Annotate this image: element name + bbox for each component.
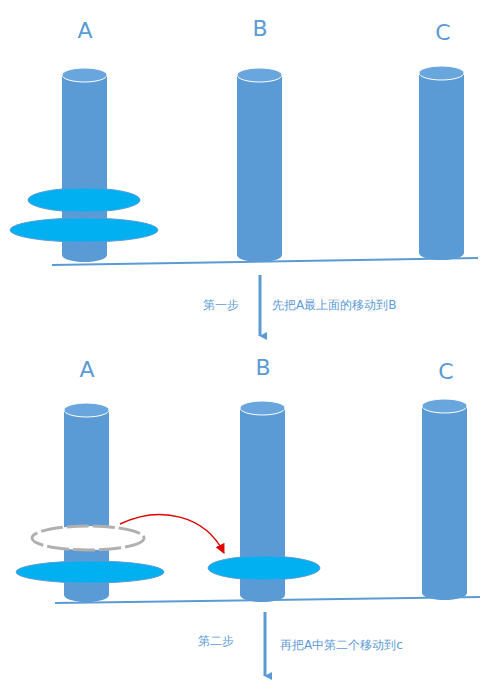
disk <box>10 218 158 242</box>
disk <box>208 556 320 580</box>
disk <box>28 188 140 212</box>
step-label: 第一步 <box>203 298 239 312</box>
ground-line <box>55 597 480 603</box>
pillar-letter: B <box>252 16 267 42</box>
pillar-letter: B <box>255 355 270 381</box>
pillar-letter: C <box>435 20 450 46</box>
step-label: 第二步 <box>198 634 234 648</box>
step-note: 先把A最上面的移动到B <box>272 298 396 312</box>
step-arrow <box>259 275 262 336</box>
pillar-letter: A <box>79 357 94 383</box>
ghost-disk <box>32 526 144 550</box>
pillar-letter: C <box>438 359 453 385</box>
step-note: 再把A中第二个移动到c <box>280 638 403 652</box>
pillar <box>422 399 467 600</box>
pillar <box>237 68 282 262</box>
pillar-letter: A <box>77 18 92 44</box>
move-arrow <box>120 515 224 553</box>
pillar <box>419 66 464 260</box>
ground-line <box>52 258 478 265</box>
step-arrow <box>264 612 267 676</box>
disk <box>16 561 164 583</box>
